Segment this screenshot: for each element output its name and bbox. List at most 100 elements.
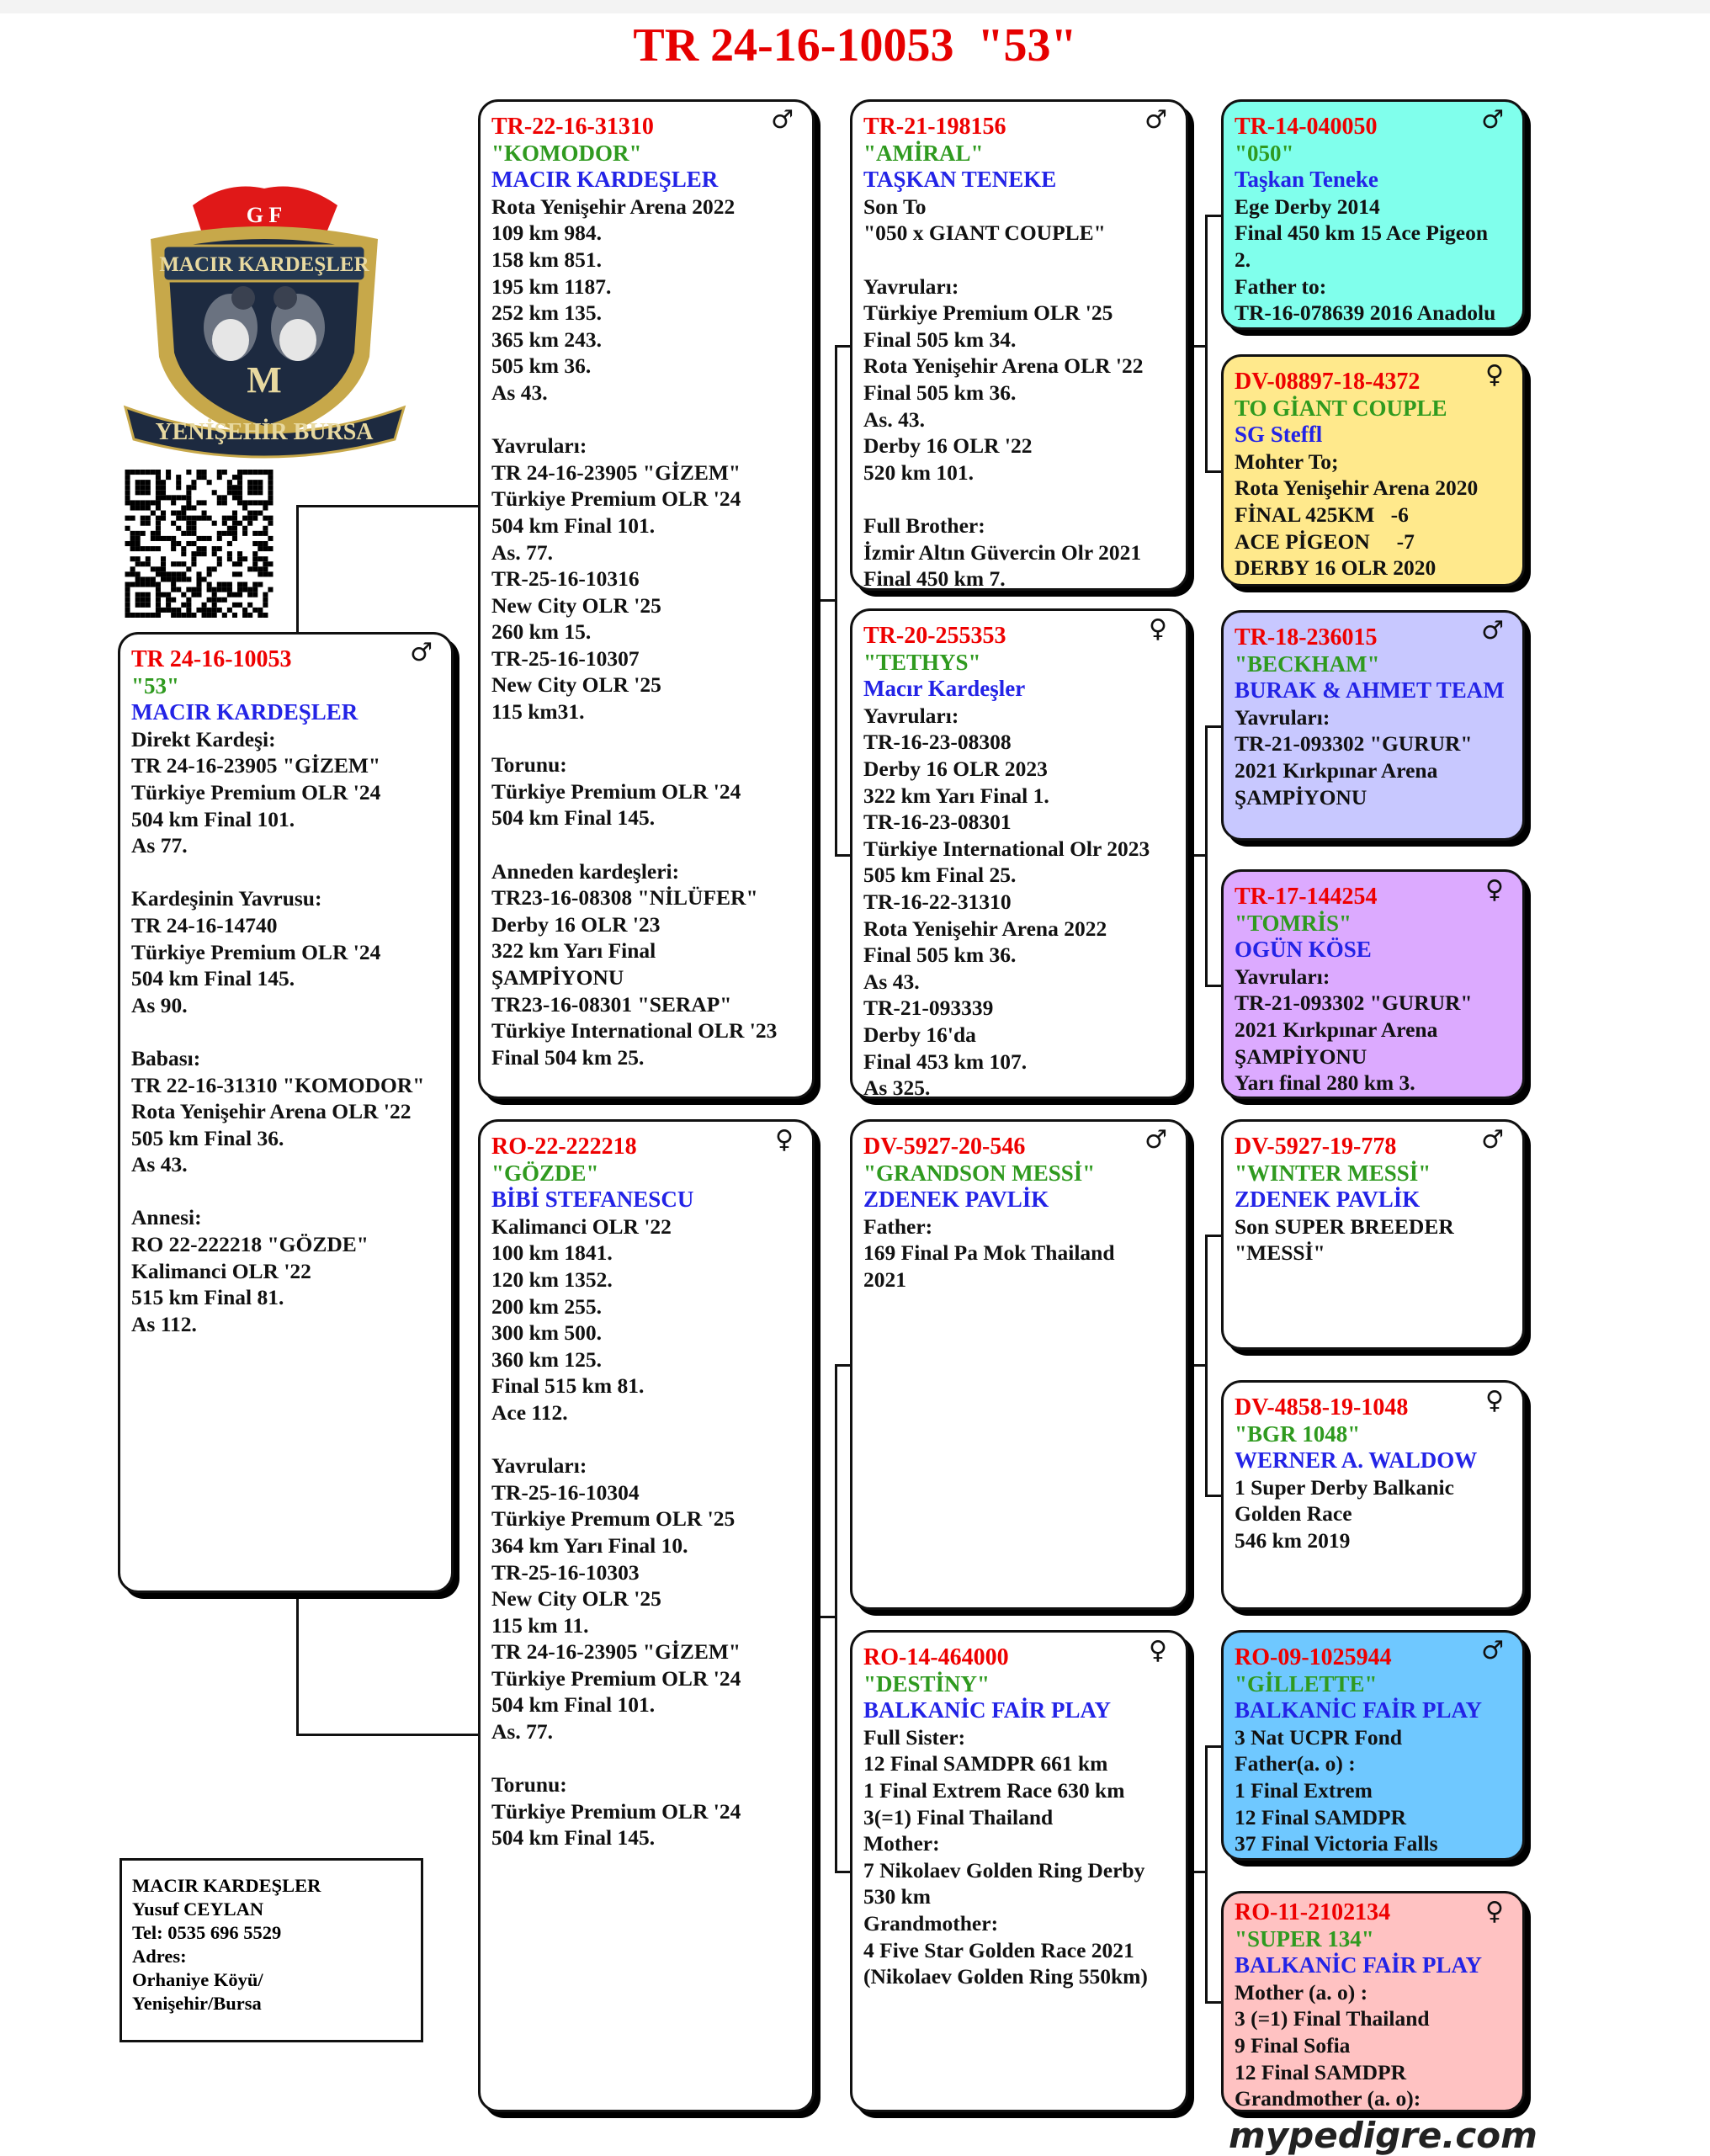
- pigeon-name: "GİLLETTE": [1235, 1670, 1378, 1697]
- qr-code[interactable]: [124, 470, 274, 618]
- owner-name: ZDENEK PAVLİK: [1235, 1187, 1421, 1213]
- connector-line: [835, 1364, 837, 1873]
- pedigree-note-line: As 43.: [863, 969, 920, 994]
- pedigree-note-line: 3 Nat UCPR Fond: [1235, 1724, 1403, 1750]
- owner-name: TAŞKAN TENEKE: [863, 167, 1057, 193]
- pedigree-note-line: New City OLR '25: [491, 592, 661, 618]
- pigeon-card-dv-5927-20-546[interactable]: ♂DV-5927-20-546"GRANDSON MESSİ"ZDENEK PA…: [850, 1119, 1188, 1610]
- svg-text:MACIR KARDEŞLER: MACIR KARDEŞLER: [159, 253, 369, 276]
- pedigree-note-line: As. 77.: [491, 539, 553, 565]
- pigeon-card-ro-11-2102134[interactable]: ♀RO-11-2102134"SUPER 134"BALKANİC FAİR P…: [1221, 1891, 1525, 2112]
- pigeon-name: "GRANDSON MESSİ": [863, 1160, 1096, 1186]
- pedigree-note-line: Yavruları:: [491, 1453, 587, 1479]
- pedigree-note-line: 322 km Yarı Final: [491, 938, 656, 964]
- turkey-map-icon: [193, 186, 337, 231]
- pedigree-note-line: 158 km 851.: [491, 247, 603, 272]
- pigeon-card-ro-09-1025944[interactable]: ♂RO-09-1025944"GİLLETTE"BALKANİC FAİR PL…: [1221, 1630, 1525, 1861]
- top-strip: [0, 0, 1710, 13]
- pedigree-note-line: 3(=1) Final Thailand: [863, 1804, 1054, 1829]
- owner-name: ZDENEK PAVLİK: [863, 1187, 1049, 1213]
- pedigree-note-line: Full Brother:: [863, 512, 985, 538]
- pedigree-note-line: 504 km Final 145.: [491, 805, 656, 831]
- pigeon-name: TO GİANT COUPLE: [1235, 395, 1447, 421]
- pedigree-note-line: TR 22-16-31310 "KOMODOR": [131, 1072, 425, 1097]
- pigeon-name: "TETHYS": [863, 649, 981, 675]
- pedigree-note-line: TR-25-16-10316: [491, 566, 640, 592]
- pedigree-note-line: Yavruları:: [491, 433, 587, 459]
- pedigree-note-line: 252 km 135.: [491, 300, 603, 326]
- pedigree-note-line: İzmir Altın Güvercin Olr 2021: [863, 539, 1142, 565]
- ring-number: TR-20-255353: [863, 623, 1006, 649]
- owner-name: WERNER A. WALDOW: [1235, 1447, 1478, 1474]
- female-icon: ♀: [1485, 875, 1504, 905]
- pedigree-note-line: 365 km 243.: [491, 327, 603, 352]
- pedigree-note-line: 115 km31.: [491, 699, 585, 725]
- female-icon: ♀: [1485, 1386, 1504, 1415]
- pigeon-card-tr-18-236015[interactable]: ♂TR-18-236015"BECKHAM"BURAK & AHMET TEAM…: [1221, 610, 1525, 841]
- pedigree-note-line: Türkiye Premum OLR '25: [491, 1506, 736, 1532]
- male-icon: ♂: [1481, 1636, 1504, 1665]
- pedigree-note-line: 2.: [1235, 247, 1251, 272]
- pedigree-note-line: 505 km Final 36.: [131, 1125, 284, 1150]
- pedigree-note-line: Rota Yenişehir Arena 2022: [491, 194, 736, 219]
- pedigree-note-line: ŞAMPİYONU: [491, 965, 624, 990]
- owner-name: BALKANİC FAİR PLAY: [863, 1697, 1112, 1723]
- pedigree-note-line: Derby 16 OLR '22: [863, 433, 1033, 459]
- male-icon: ♂: [771, 105, 794, 135]
- pedigree-note-line: As. 77.: [491, 1719, 553, 1744]
- pedigree-note-line: TR-16-23-08301: [863, 810, 1012, 835]
- svg-text:G F: G F: [247, 203, 283, 227]
- pedigree-note-line: Türkiye Premium OLR '24: [491, 1798, 741, 1824]
- pedigree-note-line: ŞAMPİYONU: [1235, 784, 1367, 810]
- male-icon: ♂: [1144, 1125, 1167, 1155]
- connector-line: [1205, 2001, 1221, 2004]
- ring-number: DV-5927-19-778: [1235, 1134, 1397, 1160]
- pedigree-note-line: Torunu:: [491, 752, 567, 778]
- pedigree-note-line: 505 km Final 25.: [863, 863, 1017, 888]
- owner-name: BURAK & AHMET TEAM: [1235, 677, 1505, 704]
- pedigree-note-line: Mother (a. o) :: [1235, 1979, 1368, 2005]
- pedigree-note-line: 115 km 11.: [491, 1612, 589, 1638]
- owner-name: SG Steffl: [1235, 422, 1323, 448]
- pigeon-card-ro-14-464000[interactable]: ♀RO-14-464000"DESTİNY"BALKANİC FAİR PLAY…: [850, 1630, 1188, 2112]
- pedigree-note-line: Full Sister:: [863, 1724, 966, 1750]
- pedigree-note-line: 37 Final Victoria Falls: [1235, 1831, 1438, 1856]
- pigeon-name: "GÖZDE": [491, 1160, 599, 1186]
- pedigree-note-line: Son To: [863, 194, 927, 219]
- pedigree-note-line: 7 Nikolaev Golden Ring Derby: [863, 1857, 1145, 1883]
- pedigree-note-line: TR-21-093302 "GURUR": [1235, 731, 1473, 757]
- pedigree-note-line: TR 24-16-23905 "GİZEM": [491, 1639, 741, 1665]
- pigeon-name: "TOMRİS": [1235, 910, 1352, 936]
- pedigree-note-line: [131, 859, 441, 886]
- owner-name: Macır Kardeşler: [863, 676, 1026, 702]
- pedigree-note-line: TR-25-16-10303: [491, 1559, 640, 1585]
- pedigree-note-line: Derby 16 OLR '23: [491, 911, 661, 937]
- pedigree-note-line: Yavruları:: [1235, 704, 1330, 730]
- pedigree-note-line: TR-21-093339: [863, 996, 994, 1021]
- pedigree-note-line: Türkiye International OLR '23: [491, 1018, 778, 1043]
- connector-line: [296, 505, 478, 507]
- pedigree-note-line: 520 km 101.: [863, 459, 974, 485]
- pigeon-card-dv-5927-19-778[interactable]: ♂DV-5927-19-778"WINTER MESSİ"ZDENEK PAVL…: [1221, 1119, 1525, 1350]
- male-icon: ♂: [1481, 105, 1504, 135]
- pedigree-note-line: TR-16-23-08308: [863, 730, 1012, 755]
- pigeon-card-dv-4858-19-1048[interactable]: ♀DV-4858-19-1048"BGR 1048"WERNER A. WALD…: [1221, 1380, 1525, 1610]
- pedigree-note-line: New City OLR '25: [491, 672, 661, 698]
- pedigree-note-line: 120 km 1352.: [491, 1267, 613, 1292]
- female-icon: ♀: [1485, 1897, 1504, 1926]
- pedigree-note-line: Rota Yenişehir Arena 2022: [863, 916, 1107, 941]
- connector-line: [296, 1734, 478, 1736]
- pedigree-note-line: 1 Super Derby Balkanic: [1235, 1474, 1454, 1500]
- pedigree-note-line: [863, 247, 1176, 273]
- pedigree-note-line: As 112.: [131, 1311, 197, 1336]
- pedigree-note-line: Ace 112.: [491, 1399, 568, 1425]
- ring-number: RO-14-464000: [863, 1644, 1009, 1670]
